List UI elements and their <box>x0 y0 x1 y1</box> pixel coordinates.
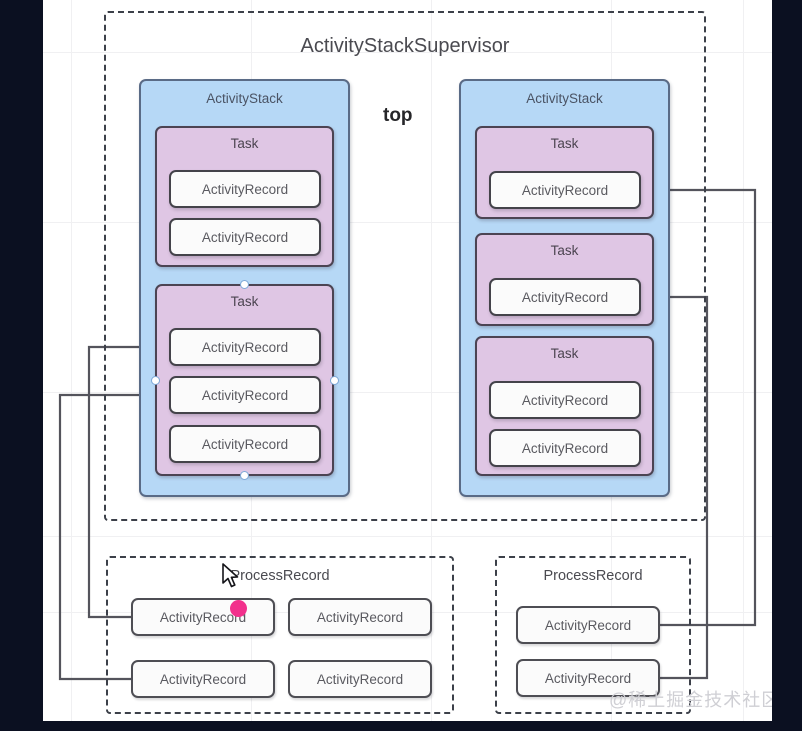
grid-line <box>43 536 772 537</box>
click-indicator-dot <box>230 600 247 617</box>
activity-record[interactable]: ActivityRecord <box>489 381 641 419</box>
activity-record[interactable]: ActivityRecord <box>516 659 660 697</box>
process-record-right-container[interactable]: ProcessRecord <box>495 556 691 714</box>
process-record-left-container[interactable]: ProcessRecord <box>106 556 454 714</box>
activity-record[interactable]: ActivityRecord <box>131 660 275 698</box>
supervisor-title: ActivityStackSupervisor <box>300 35 510 57</box>
activity-record[interactable]: ActivityRecord <box>516 606 660 644</box>
watermark: @稀土掘金技术社区 <box>609 690 772 710</box>
activity-record[interactable]: ActivityRecord <box>169 170 321 208</box>
grid-line <box>43 222 772 223</box>
grid-line <box>43 392 772 393</box>
process-record-left-title: ProcessRecord <box>230 568 330 584</box>
grid-line <box>431 0 432 721</box>
task-left-2-title: Task <box>230 294 259 309</box>
activity-record[interactable]: ActivityRecord <box>169 218 321 256</box>
task-right-3-title: Task <box>550 346 579 361</box>
activity-record[interactable]: ActivityRecord <box>169 425 321 463</box>
selection-handle-top[interactable] <box>240 280 249 289</box>
activity-stack-supervisor-container[interactable]: ActivityStackSupervisor <box>104 11 706 521</box>
grid-line <box>43 52 772 53</box>
selection-handle-left[interactable] <box>151 376 160 385</box>
activity-stack-left-title: ActivityStack <box>206 91 283 106</box>
activity-record[interactable]: ActivityRecord <box>288 660 432 698</box>
task-right-1-title: Task <box>550 136 579 151</box>
top-label: top <box>383 105 413 126</box>
whiteboard-canvas[interactable]: ActivityStackSupervisor top ActivityStac… <box>43 0 772 721</box>
task-right-2-title: Task <box>550 243 579 258</box>
activity-record[interactable]: ActivityRecord <box>131 598 275 636</box>
activity-record[interactable]: ActivityRecord <box>489 429 641 467</box>
task-left-1-title: Task <box>230 136 259 151</box>
activity-stack-right-title: ActivityStack <box>526 91 603 106</box>
activity-record[interactable]: ActivityRecord <box>169 376 321 414</box>
activity-record[interactable]: ActivityRecord <box>169 328 321 366</box>
activity-record[interactable]: ActivityRecord <box>489 171 641 209</box>
mouse-pointer-icon <box>222 563 239 588</box>
selection-handle-bottom[interactable] <box>240 471 249 480</box>
activity-record[interactable]: ActivityRecord <box>288 598 432 636</box>
grid-line <box>71 0 72 721</box>
selection-handle-right[interactable] <box>330 376 339 385</box>
activity-record[interactable]: ActivityRecord <box>489 278 641 316</box>
process-record-right-title: ProcessRecord <box>543 568 643 584</box>
